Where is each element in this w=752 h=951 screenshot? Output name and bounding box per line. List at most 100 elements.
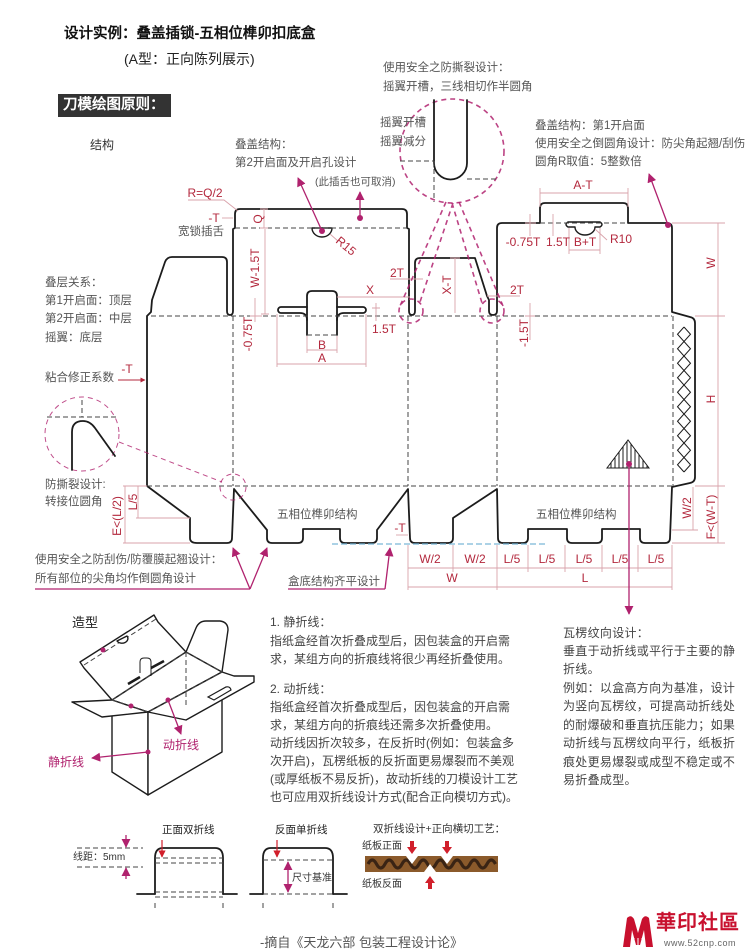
dim-bottom-row1: W/2: [464, 552, 486, 566]
size-reference-label: 尺寸基准: [292, 873, 332, 884]
insert-slot-left: [277, 306, 308, 321]
lid-second-note: 叠盖结构：: [235, 139, 293, 151]
corner-detail-shape: [71, 420, 116, 471]
dim-r10: R10: [610, 232, 632, 246]
static-fold-label: 静折线: [48, 755, 85, 769]
static-fold-title: 1. 静折线：: [270, 615, 332, 629]
structure-label: 结构: [90, 138, 115, 152]
lid-first-note: 使用安全之倒圆角设计：防尖角起翘/刮伤: [535, 138, 746, 150]
dimension-lines: [118, 188, 725, 590]
dynamic-fold-line: 也可应用双折线设计方式(配合正向模切方式)。: [270, 790, 518, 804]
dim-bottom-row2: W: [446, 571, 458, 585]
box-back-dust-flap: [185, 620, 229, 673]
flute-line: 易折叠成型。: [563, 773, 637, 787]
watermark-name: 華印社區: [656, 912, 740, 934]
flute-line: 痕处更易爆裂或成型不稳定或不: [563, 755, 736, 769]
flute-title: 瓦楞纹向设计：: [563, 626, 650, 640]
fold-lines: [147, 222, 674, 487]
line-spacing-label: 线距：5mm: [73, 852, 126, 863]
glue-flap-pattern: [676, 326, 692, 473]
page-title: 设计实例：叠盖插锁-五相位榫卯扣底盒: [64, 26, 316, 42]
detail-circle-slot: [399, 98, 505, 204]
board-back-label: 纸板反面: [362, 879, 402, 890]
anti-tear-corner-note: 防撕裂设计:: [45, 479, 106, 491]
tuck-lock-label: 宽锁插舌: [178, 226, 224, 238]
lid-first-note: 圆角R取值：5整数倍: [535, 156, 642, 168]
lid-second-note: 第2开启面及开启孔设计: [235, 157, 357, 169]
static-fold-line: 求，某组方向的折痕线将很少再经折叠使用。: [270, 652, 511, 666]
dim-a-minus-t: A-T: [573, 178, 593, 192]
box-handle-slot: [206, 686, 232, 701]
dim-q: Q: [251, 214, 265, 223]
dieline-cut-outline: [146, 202, 696, 544]
insert-tab: [306, 290, 338, 336]
dim-b: B: [318, 338, 326, 352]
dim-glue-minus-t: -T: [121, 362, 133, 376]
dynamic-fold-title: 2. 动折线：: [270, 682, 332, 696]
dim-right-minus-0-75t: -0.75T: [506, 235, 541, 249]
dim-bottom-row1: L/5: [648, 552, 665, 566]
dim-side-f: F<(W-T): [704, 495, 718, 540]
process-title: 双折线设计+正向横切工艺：: [373, 823, 506, 835]
dim-tuck-minus-t: -T: [208, 211, 220, 225]
layer-note: 摇翼：底层: [45, 332, 103, 344]
dim-left-1-5t: 1.5T: [372, 322, 397, 336]
tab-slot-r10: [565, 221, 603, 236]
arrow-down-icon: [407, 841, 417, 854]
flute-line: 的耐爆破和垂直抗压能力；如果: [563, 718, 736, 732]
dim-bottom-minus-t: -T: [394, 521, 406, 535]
corrugated-board-illustration: [365, 841, 498, 889]
dim-bottom-row1: W/2: [419, 552, 441, 566]
flute-line: 为竖向瓦楞纹，可提高动折线处: [563, 699, 736, 713]
dim-w-minus-1-5t: W-1.5T: [248, 248, 262, 288]
flute-line: 动折线与瓦楞纹向平行，纸板折: [563, 736, 736, 750]
box-shape-illustration: [71, 614, 255, 796]
arrow-up-icon: [425, 876, 435, 889]
safety-corners-note: 所有部位的尖角均作倒圆角设计: [35, 573, 196, 585]
dim-bottom-row2: L: [582, 571, 589, 585]
back-single-crease-illustration: [249, 840, 348, 910]
callouts: [35, 98, 671, 615]
box-lid-hole: [116, 635, 129, 644]
anti-tear-slot-note: 使用安全之防撕裂设计：: [383, 62, 510, 74]
safety-corners-note: 使用安全之防刮伤/防覆膜起翘设计：: [35, 554, 223, 566]
anti-tear-corner-note: 转接位圆角: [45, 496, 103, 508]
tenon-label-right: 五相位榫卯结构: [536, 509, 617, 521]
section-label: 刀模绘图原则：: [58, 94, 171, 117]
dim-bottom-row1: L/5: [539, 552, 556, 566]
slot-detail-shape: [433, 99, 468, 181]
watermark-url: www.52cnp.com: [664, 938, 737, 948]
dim-side-w: W: [704, 257, 718, 269]
anti-tear-slot-note: 摇翼开槽，三线相切作半圆角: [383, 81, 533, 93]
slot-detail-label: 摇翼开槽: [380, 117, 426, 129]
lid-first-note: 叠盖结构：第1开启面: [535, 120, 645, 132]
lid-second-note: (此插舌也可取消): [315, 176, 396, 188]
front-double-crease-illustration: [77, 835, 238, 910]
dim-minus-1-5t: -1.5T: [517, 318, 531, 347]
dim-right-2t: 2T: [510, 283, 525, 297]
dim-bottom-row1: L/5: [612, 552, 629, 566]
page-subtitle: (A型：正向陈列展示): [124, 51, 255, 67]
layer-note: 第2开启面：中层: [45, 313, 132, 325]
detail-circle-corner: [44, 396, 120, 472]
dim-left-l5: L/5: [126, 493, 140, 510]
dim-x-minus-t: X-T: [440, 275, 454, 295]
box-insert-tab: [139, 657, 152, 676]
tenon-label-left: 五相位榫卯结构: [277, 509, 358, 521]
back-single-crease-label: 反面单折线: [275, 824, 328, 836]
dynamic-fold-line: (或厚纸板不易反折)，故动折线的刀模设计工艺: [270, 772, 518, 786]
flute-direction-icon: [606, 439, 650, 469]
dim-bottom-row1: L/5: [576, 552, 593, 566]
bottom-flush-label: 盒底结构齐平设计: [288, 576, 380, 588]
dim-left-2t: 2T: [390, 266, 405, 280]
static-fold-line: 指纸盒经首次折叠成型后，因包装盒的开启需: [270, 634, 511, 648]
flute-line: 例如：以盒高方向为基准，设计: [563, 681, 736, 695]
dim-right-1-5t: 1.5T: [546, 235, 571, 249]
arrow-down-icon: [442, 841, 452, 854]
dynamic-fold-line: 求，某组方向的折痕线还需多次折叠使用。: [270, 718, 499, 732]
layer-note: 第1开启面：顶层: [45, 295, 132, 307]
insert-slot-right: [336, 306, 367, 321]
flute-line: 垂直于动折线或平行于主要的静: [563, 644, 736, 658]
dimension-labels: R=Q/2 -T Q W-1.5T R15 -0.75T B A X 1.5T …: [110, 178, 718, 585]
